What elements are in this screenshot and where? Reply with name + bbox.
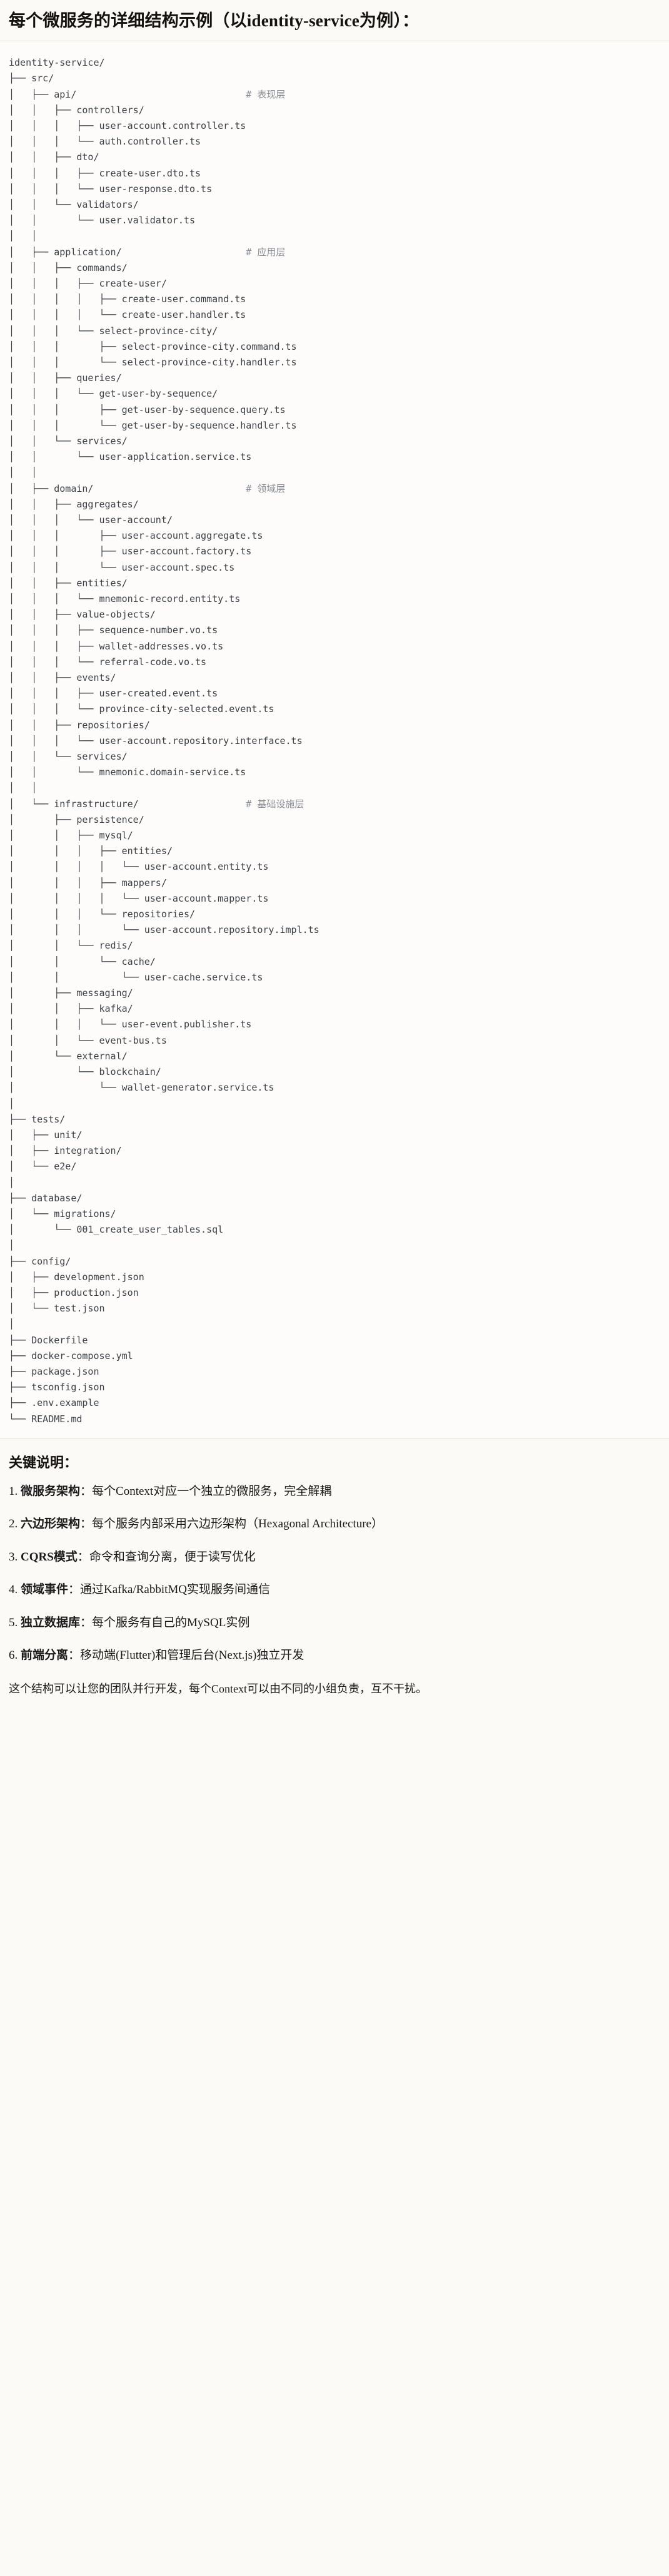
tree-divider — [0, 1438, 669, 1439]
directory-tree: identity-service/ ├── src/ │ ├── api/ # … — [9, 57, 319, 1425]
tree-comment: # 基础设施层 — [246, 798, 304, 810]
key-point-term: 前端分离 — [21, 1649, 69, 1662]
key-point-term: 微服务架构 — [21, 1484, 81, 1498]
key-point-separator: ： — [80, 1484, 93, 1498]
key-point-separator: ： — [68, 1649, 81, 1662]
key-point-item: 六边形架构：每个服务内部采用六边形架构（Hexagonal Architectu… — [9, 1515, 660, 1534]
key-point-term: 独立数据库 — [21, 1616, 81, 1629]
key-point-separator: ： — [80, 1517, 93, 1531]
key-points-list: 微服务架构：每个Context对应一个独立的微服务，完全解耦六边形架构：每个服务… — [9, 1483, 660, 1665]
key-point-separator: ： — [80, 1616, 93, 1629]
key-point-separator: ： — [77, 1550, 89, 1564]
key-point-item: 独立数据库：每个服务有自己的MySQL实例 — [9, 1614, 660, 1632]
key-point-text: 命令和查询分离，便于读写优化 — [89, 1550, 256, 1564]
tree-comment: # 应用层 — [246, 246, 286, 258]
key-point-text: 每个服务内部采用六边形架构（Hexagonal Architecture） — [92, 1517, 383, 1531]
key-point-term: 六边形架构 — [21, 1517, 81, 1531]
key-point-item: 领域事件：通过Kafka/RabbitMQ实现服务间通信 — [9, 1581, 660, 1599]
key-point-separator: ： — [68, 1583, 81, 1597]
key-point-item: 微服务架构：每个Context对应一个独立的微服务，完全解耦 — [9, 1483, 660, 1501]
key-point-term: CQRS模式 — [21, 1550, 78, 1564]
key-point-text: 移动端(Flutter)和管理后台(Next.js)独立开发 — [80, 1649, 304, 1662]
key-point-text: 每个Context对应一个独立的微服务，完全解耦 — [92, 1484, 332, 1498]
directory-tree-block: identity-service/ ├── src/ │ ├── api/ # … — [0, 41, 669, 1438]
page-title: 每个微服务的详细结构示例（以identity-service为例）： — [9, 11, 420, 30]
key-point-item: 前端分离：移动端(Flutter)和管理后台(Next.js)独立开发 — [9, 1647, 660, 1665]
key-point-text: 每个服务有自己的MySQL实例 — [92, 1616, 250, 1629]
tree-comment: # 领域层 — [246, 482, 286, 494]
document-page: 每个微服务的详细结构示例（以identity-service为例）： ident… — [0, 0, 669, 1711]
key-point-text: 通过Kafka/RabbitMQ实现服务间通信 — [80, 1583, 271, 1597]
key-point-item: CQRS模式：命令和查询分离，便于读写优化 — [9, 1549, 660, 1567]
key-points-heading: 关键说明： — [9, 1454, 78, 1470]
key-points-section: 关键说明： 微服务架构：每个Context对应一个独立的微服务，完全解耦六边形架… — [0, 1438, 669, 1711]
closing-paragraph: 这个结构可以让您的团队并行开发，每个Context可以由不同的小组负责，互不干扰… — [9, 1682, 427, 1695]
key-point-term: 领域事件 — [21, 1583, 69, 1597]
tree-comment: # 表现层 — [246, 88, 286, 100]
